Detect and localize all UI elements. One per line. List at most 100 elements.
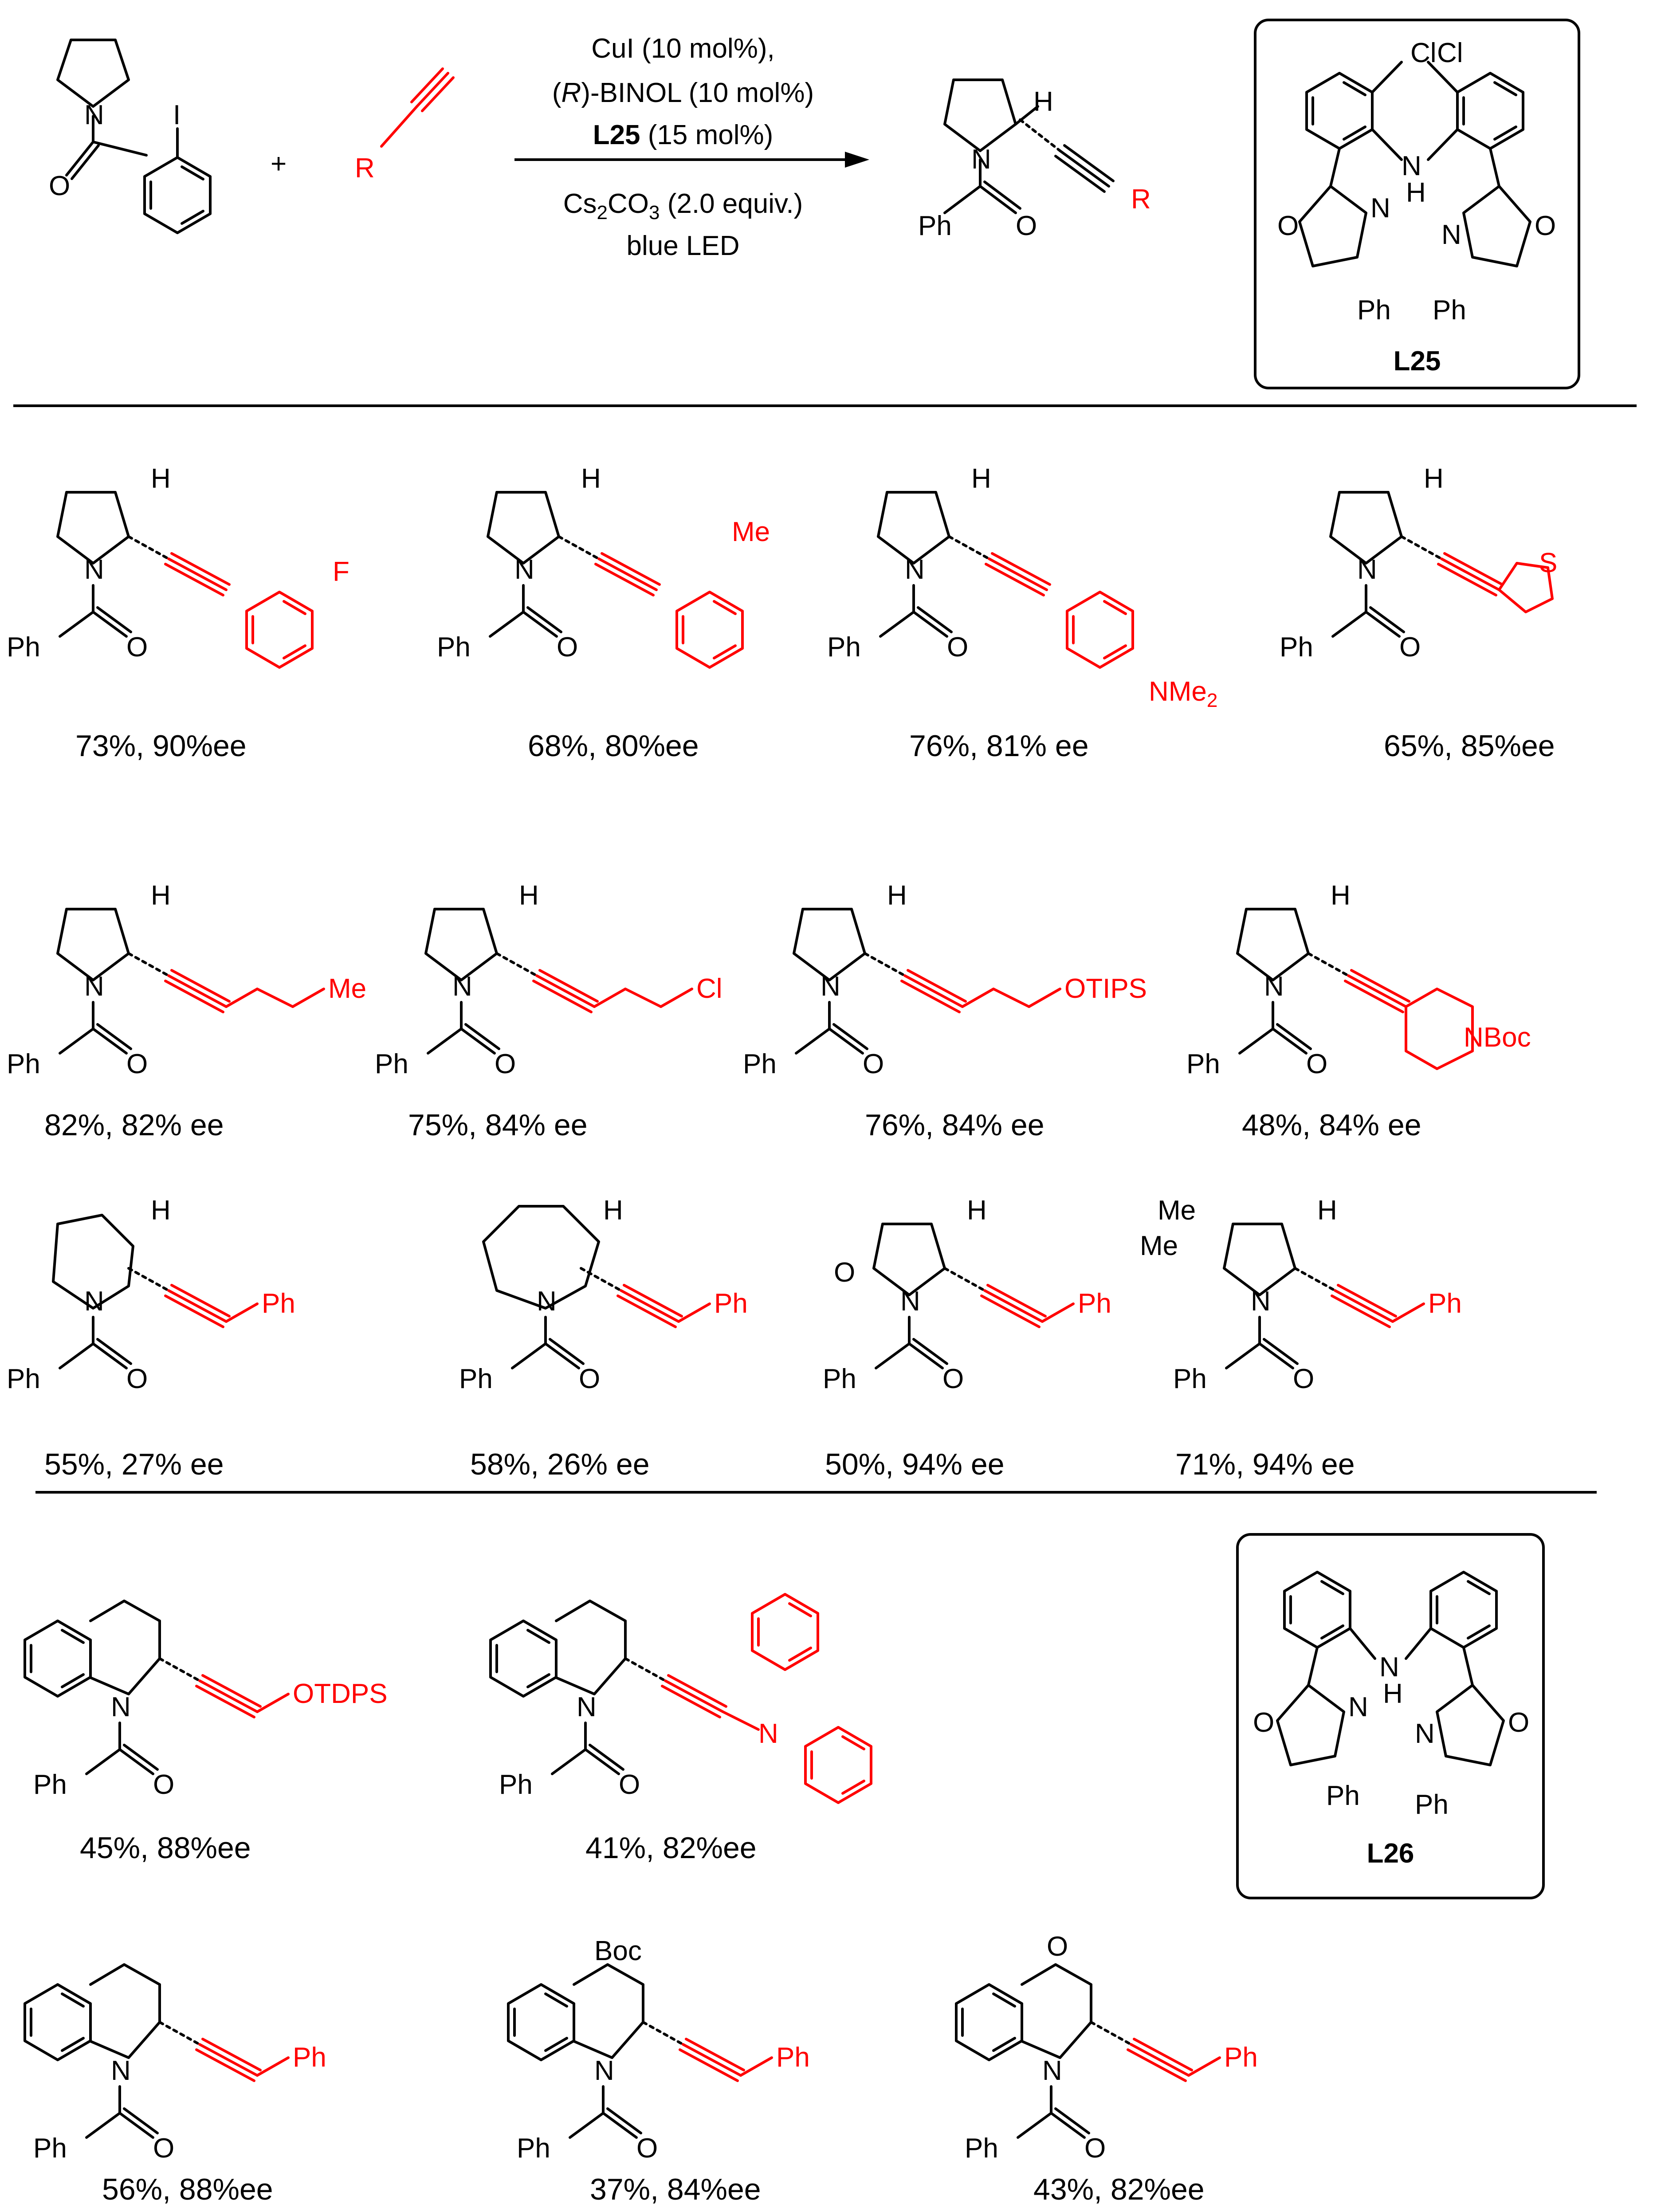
l25-ph-right: Ph (1433, 295, 1466, 326)
l26-ph-right: Ph (1415, 1789, 1449, 1820)
product-o-label: O (1016, 211, 1037, 241)
n-label: N (111, 2055, 131, 2086)
result-label: 56%, 88%ee (102, 2173, 273, 2206)
reactant-alkyne: R (355, 67, 455, 184)
n-label: N (111, 1692, 131, 1722)
substituent-label: F (333, 557, 349, 587)
result-label: 37%, 84%ee (590, 2173, 761, 2206)
ph-label: Ph (7, 632, 40, 663)
substituent-label: OTIPS (1064, 973, 1147, 1004)
me-label: Me (1158, 1195, 1196, 1226)
n-label: N (452, 971, 472, 1002)
substituent-label: Ph (1428, 1288, 1462, 1319)
condition-ligand: L25 (15 mol%) (593, 120, 774, 150)
ph-label: Ph (1186, 1049, 1220, 1079)
n-label: N (905, 554, 925, 585)
o-label: O (557, 632, 578, 663)
n-label: N (537, 1286, 557, 1317)
ketone-o-label: O (1047, 1931, 1068, 1962)
result-label: 76%, 81% ee (909, 729, 1089, 763)
ph-label: Ph (437, 632, 471, 663)
l26-o-right: O (1508, 1707, 1529, 1738)
result-label: 41%, 82%ee (585, 1831, 757, 1865)
ligand-l25: Cl Cl N H O N O N Ph Ph L25 (1254, 19, 1580, 389)
result-label: 50%, 94% ee (825, 1447, 1005, 1481)
n-label: N (821, 971, 840, 1002)
l25-label: L25 (1394, 346, 1441, 377)
n-label: N (1042, 2055, 1062, 2086)
condition-light: blue LED (626, 231, 739, 261)
reaction-conditions: CuI (10 mol%), (R)-BINOL (10 mol%) L25 (… (514, 33, 869, 261)
arrowhead (845, 152, 869, 168)
substituent-label: Me (732, 517, 770, 547)
product-3: N H Ph O NMe2 76%, 81% ee (827, 463, 1217, 763)
n-label: N (84, 971, 104, 1002)
ph-label: Ph (459, 1364, 493, 1394)
ph-label: Ph (1173, 1364, 1207, 1394)
me-label: Me (1140, 1231, 1178, 1261)
result-label: 75%, 84% ee (408, 1108, 588, 1142)
condition-base: Cs2CO3 (2.0 equiv.) (563, 188, 803, 224)
substituent-label: Me (328, 973, 366, 1004)
n-label: N (1251, 1286, 1271, 1317)
l25-nh-n: N (1402, 151, 1421, 181)
substituent-label: NMe2 (1149, 676, 1217, 711)
ph-label: Ph (499, 1769, 533, 1800)
l26-label: L26 (1367, 1838, 1414, 1869)
n-label: N (84, 554, 104, 585)
plus-sign: + (271, 149, 287, 179)
substituent-label: Cl (696, 973, 722, 1004)
l25-o-left: O (1277, 211, 1299, 241)
o-label: O (126, 1049, 148, 1079)
l25-cl-right: Cl (1437, 38, 1463, 68)
reactant-n-label: N (84, 100, 104, 130)
h-label: H (151, 1195, 171, 1226)
o-label: O (947, 632, 968, 663)
result-label: 82%, 82% ee (44, 1108, 224, 1142)
condition-binol: (R)-BINOL (10 mol%) (552, 78, 814, 108)
n-label: N (514, 554, 534, 585)
h-label: H (151, 463, 171, 494)
boc-label: Boc (594, 1936, 642, 1966)
l25-nh-h: H (1406, 177, 1426, 208)
product-r-label: R (1131, 184, 1151, 215)
l26-o-left: O (1253, 1707, 1274, 1738)
ph-label: Ph (7, 1049, 40, 1079)
ligand-l26-box (1236, 1533, 1545, 1899)
l25-n-right: N (1441, 220, 1461, 250)
n-label: N (900, 1286, 920, 1317)
ph-label: Ph (827, 632, 861, 663)
l25-ph-left: Ph (1357, 295, 1391, 326)
iodo-label: I (173, 100, 181, 130)
n-label: N (1264, 971, 1284, 1002)
ph-label: Ph (375, 1049, 408, 1079)
n-label: N (577, 1692, 597, 1722)
alkyne-r-label: R (355, 153, 375, 184)
l26-nh-h: H (1383, 1679, 1403, 1709)
h-label: H (519, 880, 539, 911)
o-label: O (636, 2133, 658, 2164)
h-label: H (581, 463, 601, 494)
substituent-label: Ph (1078, 1288, 1111, 1319)
l26-n-right: N (1415, 1718, 1435, 1749)
condition-cui: CuI (10 mol%), (591, 33, 774, 64)
lactam-o-label: O (834, 1257, 855, 1288)
ph-label: Ph (33, 1769, 67, 1800)
ph-label: Ph (965, 2133, 998, 2164)
h-label: H (603, 1195, 623, 1226)
ligand-l26: N H O N O N Ph Ph L26 (1236, 1533, 1545, 1899)
substituent-label: Ph (1224, 2042, 1258, 2073)
o-label: O (126, 632, 148, 663)
h-label: H (971, 463, 991, 494)
substituent-label: N (758, 1718, 778, 1749)
substituent-label: S (1539, 548, 1557, 578)
